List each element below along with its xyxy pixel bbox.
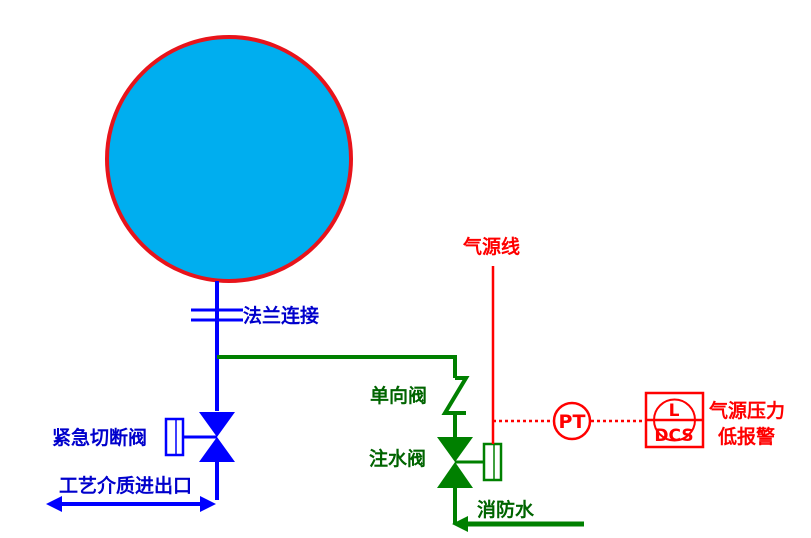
alarm-dcs-label: DCS: [654, 426, 693, 446]
inlet-outlet-arrow: [46, 496, 216, 512]
check-valve-label: 单向阀: [370, 384, 427, 407]
pt-label: PT: [559, 411, 586, 433]
water-branch-pipe: [217, 355, 457, 378]
flange-connection: [191, 308, 243, 322]
emergency-shutoff-valve[interactable]: [164, 412, 235, 462]
dcs-alarm-box[interactable]: L DCS: [644, 391, 705, 449]
inlet-outlet-label: 工艺介质进出口: [59, 474, 192, 497]
fire-water-label: 消防水: [477, 498, 535, 521]
check-valve-symbol: [441, 376, 470, 437]
water-injection-valve[interactable]: [437, 437, 503, 488]
air-line-label: 气源线: [462, 235, 520, 258]
fire-water-arrow: [452, 516, 468, 532]
pressure-transmitter[interactable]: PT: [552, 401, 592, 441]
alarm-level-label: L: [669, 401, 680, 421]
alarm-desc-line1: 气源压力: [708, 399, 785, 422]
injection-valve-label: 注水阀: [369, 447, 426, 470]
flange-label: 法兰连接: [243, 304, 319, 327]
emergency-valve-label: 紧急切断阀: [52, 426, 147, 449]
alarm-desc-line2: 低报警: [717, 425, 775, 448]
storage-tank: [105, 35, 353, 283]
